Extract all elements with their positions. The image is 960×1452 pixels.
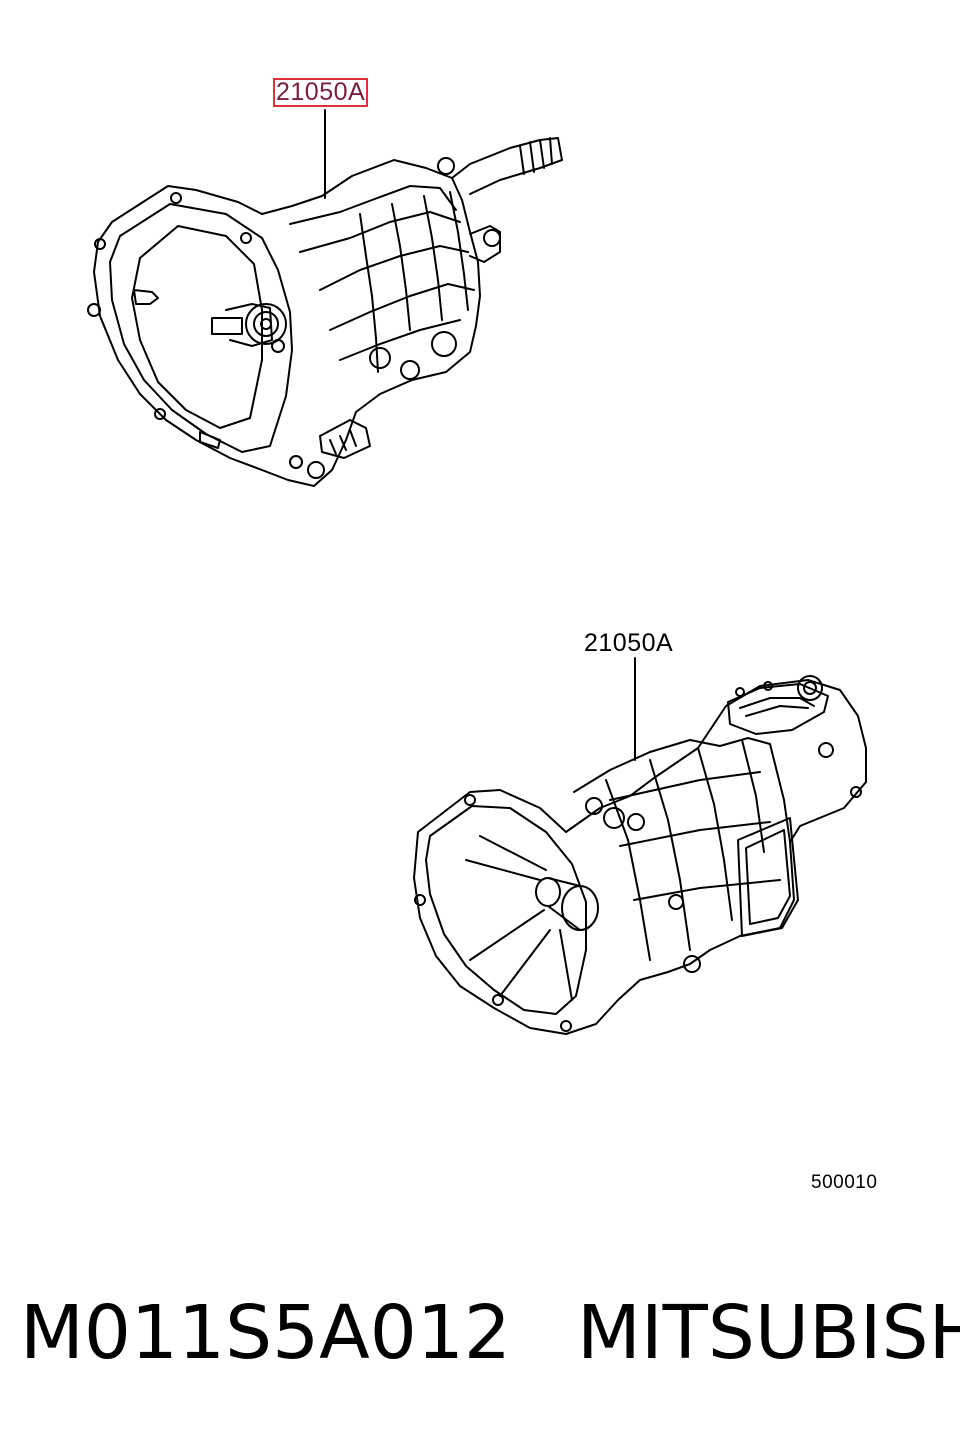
figure-code: 500010 bbox=[811, 1172, 878, 1193]
callout-label-bottom[interactable]: 21050A bbox=[584, 629, 674, 657]
transmission-top-drawing bbox=[87, 109, 563, 487]
transmission-bottom-drawing bbox=[413, 657, 867, 1035]
callout-label-top[interactable]: 21050A bbox=[273, 78, 369, 107]
part-number: M011S5A012 bbox=[20, 1290, 512, 1376]
brand-name: MITSUBISHI bbox=[577, 1290, 960, 1376]
footer-caption: M011S5A012 MITSUBISHI bbox=[20, 1290, 960, 1376]
